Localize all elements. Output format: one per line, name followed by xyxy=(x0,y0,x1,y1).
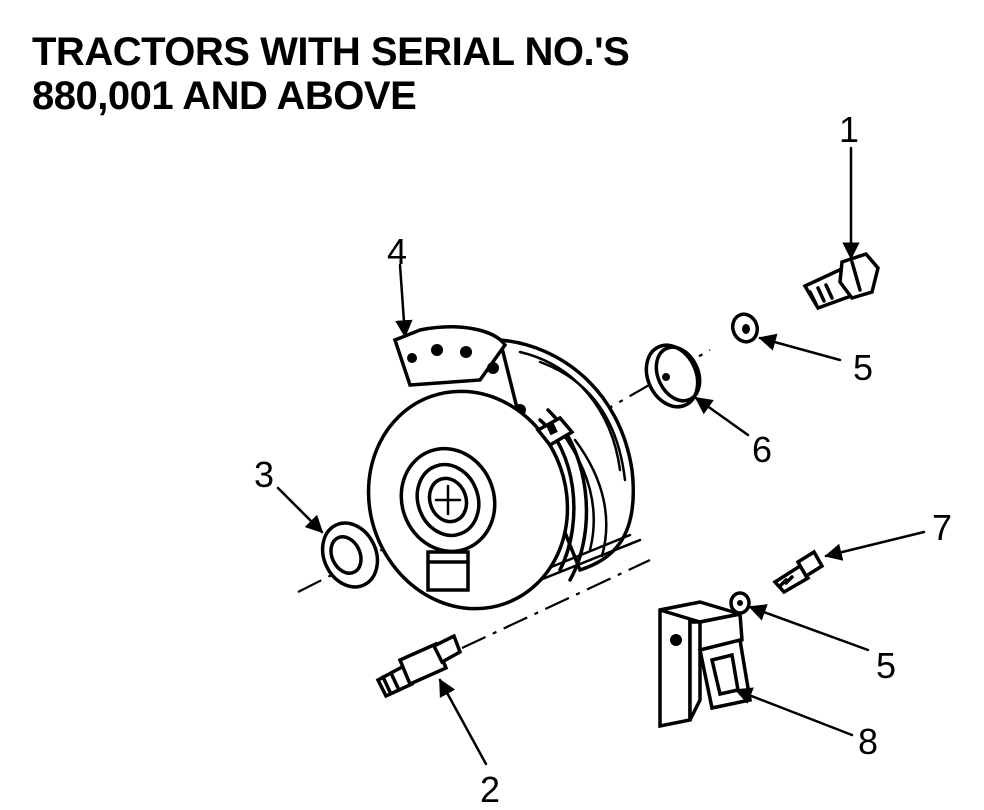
leader-8 xyxy=(734,687,854,737)
callout-4: 4 xyxy=(387,231,407,272)
bearing-washer-icon xyxy=(320,521,380,589)
screw-icon xyxy=(772,549,825,595)
leader-3 xyxy=(276,486,324,534)
leader-4 xyxy=(395,263,413,338)
callout-6: 6 xyxy=(752,429,772,470)
bracket-icon xyxy=(658,600,753,729)
callout-8: 8 xyxy=(858,721,878,762)
callout-3: 3 xyxy=(254,454,274,495)
callout-labels: 1 4 3 5 6 7 5 8 2 xyxy=(254,109,952,810)
callout-5-lower: 5 xyxy=(876,645,896,686)
callout-5-upper: 5 xyxy=(853,347,873,388)
lock-washer-lower-icon xyxy=(729,591,751,615)
callout-2: 2 xyxy=(480,769,500,810)
leader-7 xyxy=(824,530,926,561)
leader-5b xyxy=(748,604,870,652)
bolt-icon xyxy=(802,251,880,311)
leader-5a xyxy=(758,333,842,362)
title-line-1: TRACTORS WITH SERIAL NO.'S xyxy=(32,30,630,74)
callout-7: 7 xyxy=(932,507,952,548)
stud-icon xyxy=(375,633,463,699)
electric-clutch-icon xyxy=(366,325,642,611)
lock-washer-icon xyxy=(730,312,760,344)
leader-2 xyxy=(438,678,488,766)
callout-1: 1 xyxy=(839,109,859,150)
title-line-2: 880,001 AND ABOVE xyxy=(32,74,417,118)
flat-washer-icon xyxy=(644,343,702,409)
diagram-title: TRACTORS WITH SERIAL NO.'S 880,001 AND A… xyxy=(32,30,630,118)
leader-arrows xyxy=(276,146,926,766)
leader-6 xyxy=(694,396,750,437)
